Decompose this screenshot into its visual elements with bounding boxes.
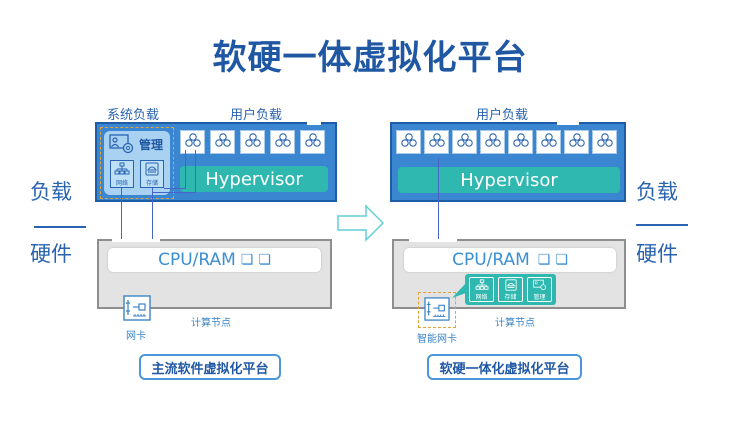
cluster-icon [568,132,586,152]
cluster-icon [214,132,232,152]
network-icon [114,162,130,175]
offload-tile: 网络 [469,277,494,302]
vm-tile [424,130,449,154]
vm-row-left [180,130,325,154]
vm-tile [508,130,533,154]
cluster-icon [428,132,446,152]
connector-line [164,188,186,189]
vm-tile [536,130,561,154]
cluster-icon [596,132,614,152]
storage-tile-label: 存储 [145,180,158,187]
connector-line [121,188,122,284]
system-workload-label: 系统负载 [107,108,160,123]
connector-line [195,150,196,192]
vm-tile [270,130,295,154]
side-label-hardware-left: 硬件 [30,242,72,266]
connector-line [438,158,439,293]
cluster-icon [244,132,262,152]
smart-nic-dashed-border [418,292,456,328]
vm-tile [240,130,265,154]
chip-icon: ❏ [258,252,271,268]
cluster-icon [400,132,418,152]
chip-icon: ❏ [537,252,551,268]
cpu-ram-label-right: CPU/RAM [452,250,530,270]
cluster-icon [540,132,558,152]
storage-icon [145,162,159,176]
connector-line [185,150,186,188]
storage-icon [504,278,518,291]
right-arrow-icon [337,204,385,242]
cpu-ram-label-left: CPU/RAM [158,250,236,270]
vm-tile [452,130,477,154]
side-label-hardware-right: 硬件 [636,242,678,266]
nic-icon-left [123,295,151,321]
nic-label-left: 网卡 [126,331,146,342]
cluster-icon [484,132,502,152]
cluster-icon [274,132,292,152]
panel-notch [112,239,160,242]
vm-tile [480,130,505,154]
offload-tile-label: 存储 [504,293,517,301]
divider-left [34,226,86,228]
side-label-workload-right: 负载 [636,180,678,204]
management-icon [109,134,134,154]
cluster-icon [184,132,202,152]
chip-icon: ❏ [555,252,568,268]
chip-icon: ❏ [240,252,254,268]
panel-notch [307,122,321,125]
network-icon [475,278,489,291]
connector-line [152,192,196,193]
vm-tile [210,130,235,154]
user-workload-label-left: 用户负载 [230,108,283,123]
offload-tile: 管理 [527,277,552,302]
divider-right [636,224,688,226]
nic-label-right: 智能网卡 [417,334,457,345]
offload-tile-label: 网络 [475,293,488,301]
connector-line [152,188,153,284]
panel-notch [409,239,457,242]
vm-tile [564,130,589,154]
cluster-icon [304,132,322,152]
side-label-workload-left: 负载 [30,180,72,204]
offload-tile-label: 管理 [533,293,546,301]
vm-row-right [396,130,617,154]
network-tile-label: 网络 [115,180,128,187]
user-workload-label-right: 用户负载 [476,108,529,123]
vm-tile [180,130,205,154]
hypervisor-left: Hypervisor [180,166,328,192]
cluster-icon [512,132,530,152]
system-workload-dashed-border [100,127,174,199]
cluster-icon [456,132,474,152]
compute-node-label-right: 计算节点 [495,318,535,329]
management-label: 管理 [139,138,164,152]
vm-tile [300,130,325,154]
vm-tile [592,130,617,154]
vm-tile [396,130,421,154]
offload-tiles: 网络 存储 管理 [469,277,552,302]
smart-nic-icon [424,297,450,321]
panel-notch [557,122,579,125]
storage-tile [140,160,164,188]
caption-right: 软硬一体化虚拟化平台 [427,354,582,380]
cpu-ram-bar-left: CPU/RAM ❏ ❏ [108,248,321,272]
offload-tile: 存储 [498,277,523,302]
compute-node-label-left: 计算节点 [191,318,231,329]
hypervisor-right: Hypervisor [398,167,620,193]
cpu-ram-bar-right: CPU/RAM ❏ ❏ [404,248,616,272]
page-title: 软硬一体虚拟化平台 [212,38,528,78]
caption-left: 主流软件虚拟化平台 [139,354,281,380]
management-icon [532,279,547,291]
